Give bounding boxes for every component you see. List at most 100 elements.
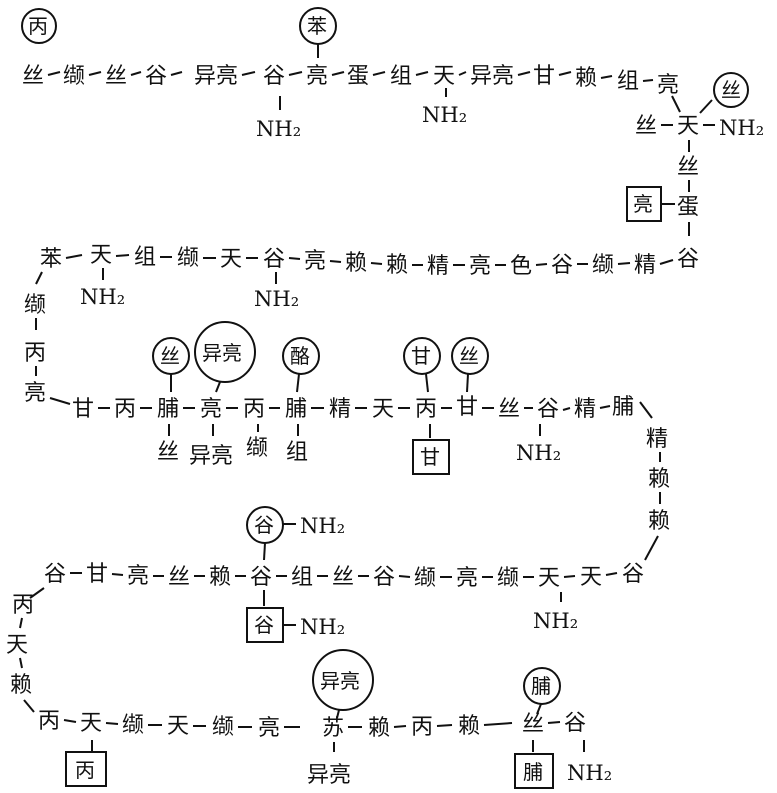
residue: 天 <box>372 397 394 422</box>
left-turn-2: 丙 天 赖 <box>6 587 45 713</box>
residue: 甘 <box>72 397 94 422</box>
circled-mark: 异亮 <box>320 669 360 693</box>
residue: 缬 <box>122 713 144 738</box>
residue: 天 <box>167 714 189 739</box>
circled-mark: 丝 <box>160 344 180 368</box>
residue: 赖 <box>345 251 367 276</box>
residue: 天 <box>580 565 602 590</box>
row-5: 甘 丙 脯 亮 丙 脯 精 天 丙 甘 丝 谷 精 脯 丝 异亮 酪 <box>72 321 653 475</box>
residue: 丝 <box>498 397 520 422</box>
residue: 丝 <box>332 565 354 590</box>
residue: 丙 <box>114 397 136 422</box>
residue: 丙 <box>38 709 60 734</box>
residue: 甘 <box>86 562 108 587</box>
residue: 丝 <box>22 64 44 89</box>
residue: 组 <box>617 69 639 94</box>
residue: 丙 <box>12 593 34 618</box>
nh2-label: NH₂ <box>300 514 345 538</box>
residue: 亮 <box>306 64 328 89</box>
residue: 天 <box>90 243 112 268</box>
right-turn-1: 丝 天 NH₂ 丝 丝 蛋 亮 谷 <box>626 72 764 272</box>
residue: 谷 <box>145 64 167 89</box>
residue: 组 <box>390 64 412 89</box>
residue: 天 <box>220 247 242 272</box>
boxed-mark: 脯 <box>523 760 543 784</box>
residue: 谷 <box>564 711 586 736</box>
residue: 丝 <box>105 64 127 89</box>
left-turn-1: 缬 丙 亮 <box>24 271 71 406</box>
circled-mark: 丙 <box>28 14 48 38</box>
circled-mark: 丝 <box>459 344 479 368</box>
residue: 天 <box>677 114 699 139</box>
nh2-label: NH₂ <box>254 287 299 311</box>
residue: 亮 <box>304 249 326 274</box>
residue: 亮 <box>24 381 46 406</box>
residue: 谷 <box>263 247 285 272</box>
side-residue: 缬 <box>246 436 268 461</box>
residue: 谷 <box>250 565 272 590</box>
circled-mark: 异亮 <box>202 341 242 365</box>
side-residue: 异亮 <box>307 763 351 788</box>
residue: 赖 <box>648 509 670 534</box>
residue: 异亮 <box>194 64 238 89</box>
residue: 丝 <box>677 155 699 180</box>
residue: 脯 <box>612 395 634 420</box>
residue: 谷 <box>537 397 559 422</box>
nh2-label: NH₂ <box>300 615 345 639</box>
residue: 天 <box>538 566 560 591</box>
residue: 天 <box>80 711 102 736</box>
residue: 丙 <box>415 397 437 422</box>
nh2-label: NH₂ <box>516 441 561 465</box>
side-residue: 丝 <box>157 440 179 465</box>
boxed-mark: 谷 <box>254 613 274 637</box>
residue: 组 <box>134 245 156 270</box>
residue: 精 <box>634 253 656 278</box>
residue: 苏 <box>322 716 344 741</box>
residue: 谷 <box>373 565 395 590</box>
side-residue: 组 <box>286 440 308 465</box>
residue: 苯 <box>40 247 62 272</box>
right-turn-2: 精 赖 赖 <box>644 427 670 561</box>
residue: 蛋 <box>347 64 369 89</box>
residue: 脯 <box>285 397 307 422</box>
residue: 丝 <box>522 712 544 737</box>
residue: 赖 <box>386 253 408 278</box>
circled-mark: 谷 <box>254 513 274 537</box>
residue: 精 <box>329 397 351 422</box>
residue: 天 <box>433 64 455 89</box>
residue: 缬 <box>212 715 234 740</box>
residue: 精 <box>574 397 596 422</box>
residue: 谷 <box>263 64 285 89</box>
nh2-label: NH₂ <box>80 285 125 309</box>
residue: 谷 <box>622 562 644 587</box>
residue: 赖 <box>368 716 390 741</box>
residue: 亮 <box>469 254 491 279</box>
residue: 异亮 <box>470 64 514 89</box>
residue: 谷 <box>551 253 573 278</box>
residue: 缬 <box>63 64 85 89</box>
residue: 色 <box>510 254 532 279</box>
residue: 缬 <box>497 566 519 591</box>
residue: 赖 <box>10 673 32 698</box>
boxed-mark: 亮 <box>633 192 653 216</box>
residue: 亮 <box>200 397 222 422</box>
residue: 丙 <box>243 397 265 422</box>
residue: 缬 <box>592 253 614 278</box>
residue: 谷 <box>677 247 699 272</box>
residue: 脯 <box>157 397 179 422</box>
residue: 亮 <box>127 564 149 589</box>
nh2-label: NH₂ <box>719 116 764 140</box>
residue: 谷 <box>44 562 66 587</box>
residue: 丙 <box>24 341 46 366</box>
circled-mark: 丝 <box>721 78 741 102</box>
residue: 赖 <box>648 467 670 492</box>
row-7: 谷 甘 亮 丝 赖 谷 组 丝 谷 缬 亮 缬 天 天 谷 谷 NH₂ <box>44 506 644 643</box>
residue: 天 <box>6 633 28 658</box>
residue: 甘 <box>456 395 478 420</box>
residue: 赖 <box>209 565 231 590</box>
residue: 赖 <box>575 66 597 91</box>
residue: 丝 <box>635 114 657 139</box>
circled-mark: 酪 <box>290 344 310 368</box>
residue: 亮 <box>456 566 478 591</box>
